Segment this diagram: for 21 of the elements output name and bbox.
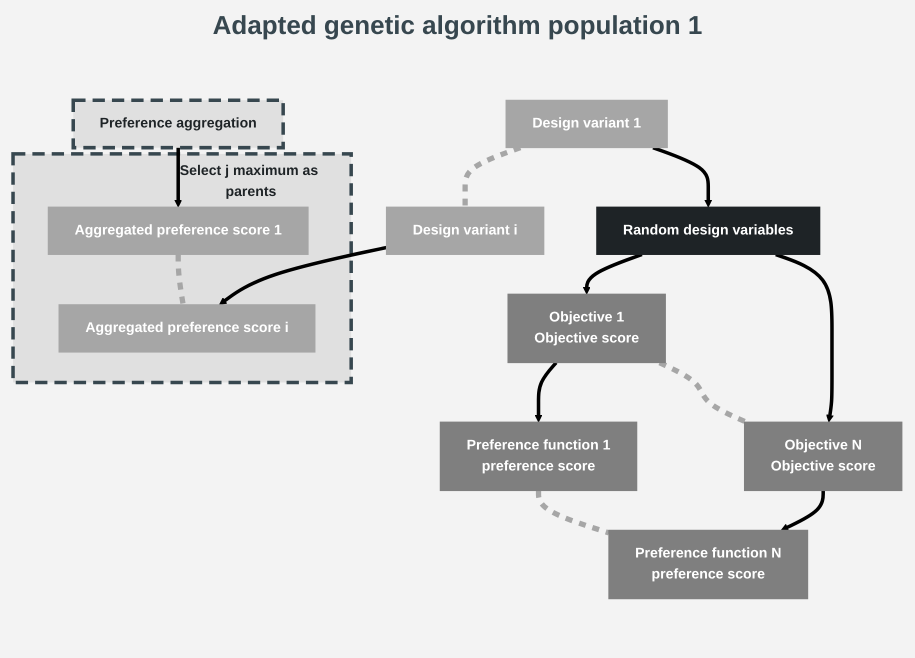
arrow bbox=[780, 490, 825, 531]
node-box: Preference aggregation bbox=[71, 98, 285, 150]
connector bbox=[176, 254, 186, 306]
connector bbox=[658, 360, 748, 424]
arrow bbox=[775, 252, 834, 422]
arrow bbox=[219, 246, 387, 305]
node-box: Preference function N preference score bbox=[608, 530, 808, 600]
node-box: Aggregated preference score i bbox=[58, 304, 316, 353]
node-box: Objective N Objective score bbox=[744, 422, 902, 492]
arrow bbox=[534, 362, 558, 422]
node-box: Objective 1 Objective score bbox=[507, 294, 666, 364]
node-box: Aggregated preference score 1 bbox=[48, 206, 309, 255]
arrow bbox=[652, 146, 712, 208]
diagram-title: Adapted genetic algorithm population 1 bbox=[212, 10, 702, 41]
arrow bbox=[174, 148, 182, 208]
node-box: Design variant i bbox=[386, 206, 544, 255]
node-box: Design variant 1 bbox=[506, 100, 668, 148]
node-box: Random design variables bbox=[596, 206, 820, 255]
node-box: Preference function 1 preference score bbox=[440, 422, 638, 492]
connector bbox=[536, 490, 610, 536]
arrow bbox=[582, 252, 643, 294]
